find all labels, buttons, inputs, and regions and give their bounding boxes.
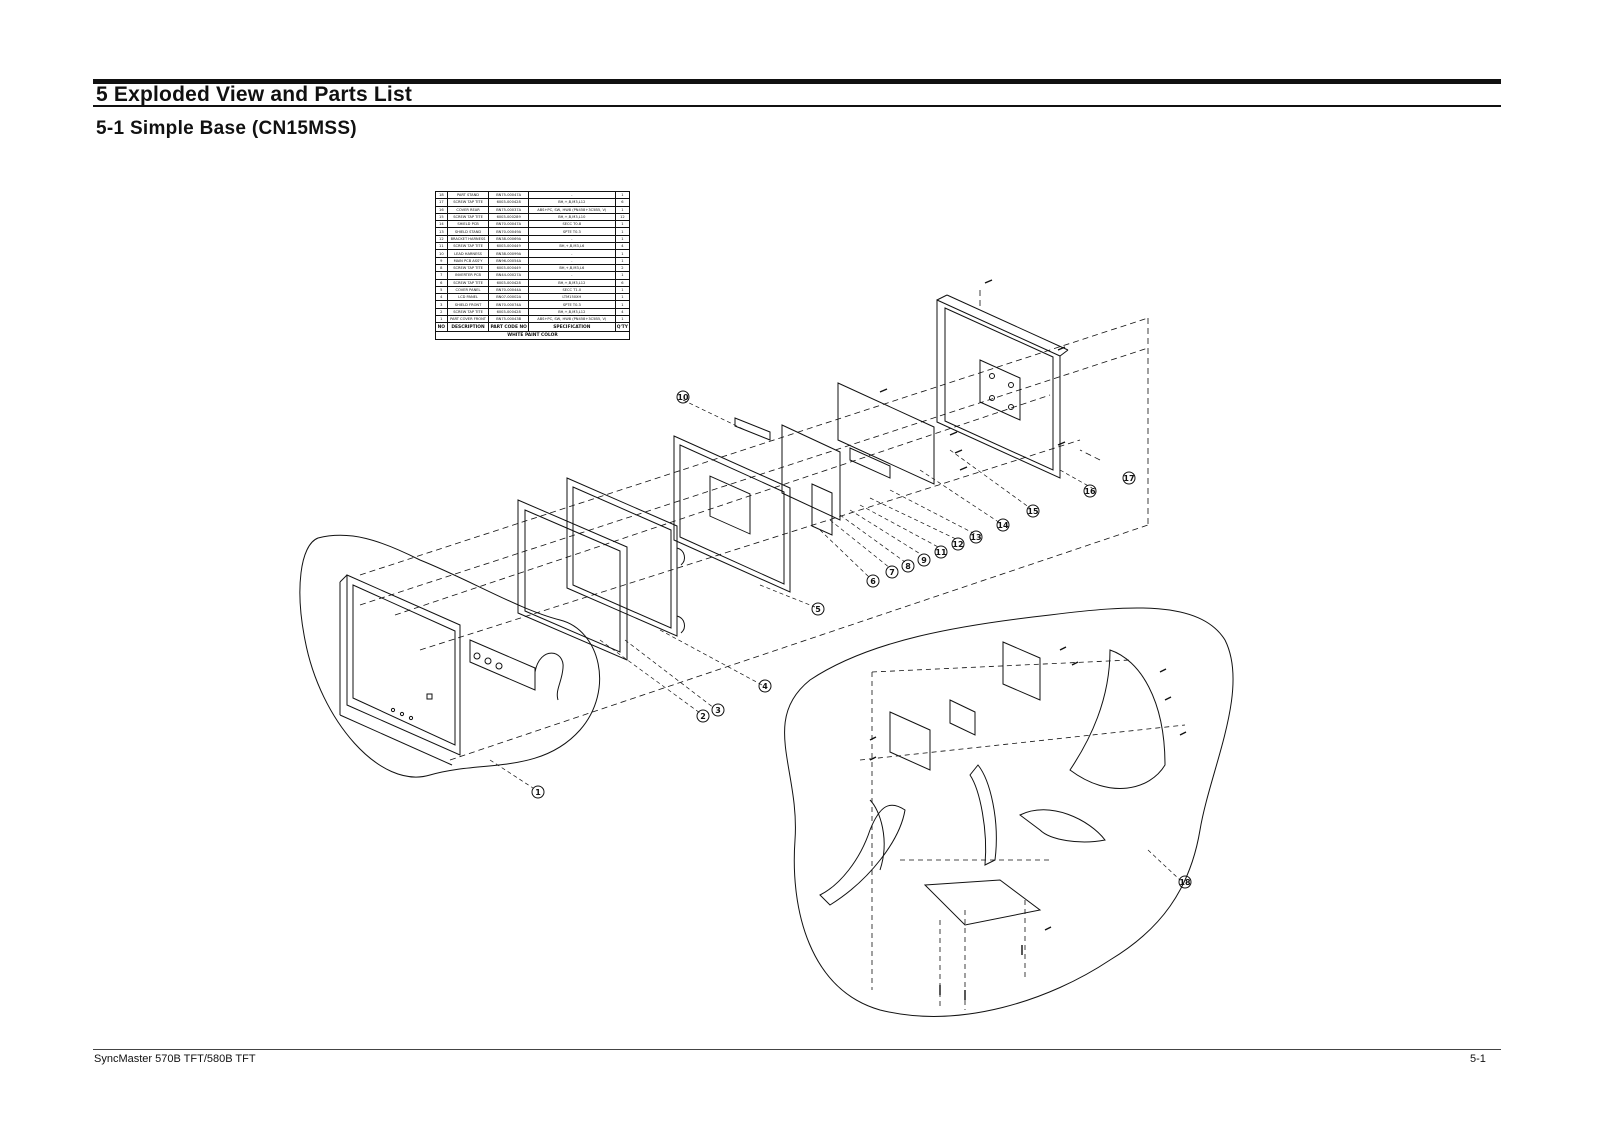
page-number: 5-1: [1470, 1053, 1486, 1065]
lcd-panel: [566, 477, 685, 637]
callout-6: [866, 574, 880, 588]
part-qty: 1: [614, 271, 631, 280]
inverter-pcb: [811, 483, 833, 536]
shield-front-frame: [517, 499, 628, 661]
subsection-title: 5-1 Simple Base (CN15MSS): [96, 118, 357, 139]
callout-14: [996, 518, 1010, 532]
rear-cover: [936, 294, 1069, 479]
part-qty: 1: [614, 249, 631, 258]
part-qty: 1: [614, 293, 631, 302]
callout-16: [1083, 484, 1097, 498]
header-rule-thin: [93, 105, 1501, 107]
part-code: 6003-000428: [488, 307, 529, 317]
callout-1: [531, 785, 545, 799]
callout-7: [885, 565, 899, 579]
callout-label-8: 8: [905, 562, 911, 571]
callout-label-15: 15: [1027, 507, 1039, 516]
callout-label-11: 11: [935, 548, 947, 557]
callout-2: [696, 709, 710, 723]
part-qty: 1: [614, 256, 631, 265]
part-code: BN96-00054A: [488, 256, 529, 265]
callout-15: [1026, 504, 1040, 518]
callout-3: [711, 703, 725, 717]
callout-label-18: 18: [1179, 878, 1191, 887]
callout-label-4: 4: [762, 682, 768, 691]
stand-parts: [819, 641, 1166, 926]
front-assembly-outline: [299, 534, 601, 778]
callout-label-14: 14: [997, 521, 1009, 530]
front-bezel: [339, 574, 461, 766]
part-code: BN44-00027A: [488, 271, 529, 280]
header-rule-thick: [93, 79, 1501, 84]
part-qty: 6: [614, 278, 631, 287]
shield-pcb: [781, 424, 841, 521]
callout-label-5: 5: [815, 605, 821, 614]
callout-label-9: 9: [921, 556, 927, 565]
callout-label-1: 1: [535, 788, 541, 797]
callout-label-10: 10: [677, 393, 689, 402]
callout-5: [811, 602, 825, 616]
parts-table-caption: WHITE PAINT COLOR: [435, 331, 630, 341]
part-code: 6003-000428: [488, 278, 529, 287]
part-code: BN70-00044A: [488, 285, 529, 295]
callout-13: [969, 530, 983, 544]
callout-label-7: 7: [889, 568, 895, 577]
part-qty: 2: [614, 263, 631, 273]
bracket-harness: [849, 447, 891, 479]
part-code: BN75-00043B: [488, 315, 529, 324]
callout-label-3: 3: [715, 706, 721, 715]
footer-model: SyncMaster 570B TFT/580B TFT: [94, 1053, 256, 1065]
cover-panel: [673, 435, 791, 593]
callout-8: [901, 559, 915, 573]
part-code: BN38-00099A: [488, 249, 529, 258]
part-code: BN07-00002A: [488, 293, 529, 302]
part-code: BN70-00074A: [488, 300, 529, 309]
footer-rule: [93, 1049, 1501, 1050]
callout-label-12: 12: [952, 540, 963, 549]
callout-label-17: 17: [1123, 474, 1134, 483]
callout-11: [934, 545, 948, 559]
callout-18: [1178, 875, 1192, 889]
part-qty: 1: [614, 315, 631, 324]
lead-harness: [734, 417, 771, 441]
callout-17: [1122, 471, 1136, 485]
parts-table-caption-row: WHITE PAINT COLOR: [435, 331, 630, 341]
main-pcb: [837, 382, 935, 485]
callout-label-16: 16: [1084, 487, 1096, 496]
callout-10: [676, 390, 690, 404]
part-qty: 1: [614, 285, 631, 295]
section-title: 5 Exploded View and Parts List: [96, 83, 413, 106]
part-qty: 1: [614, 300, 631, 309]
callout-9: [917, 553, 931, 567]
callout-label-2: 2: [700, 712, 706, 721]
callout-4: [758, 679, 772, 693]
callout-label-6: 6: [870, 577, 876, 586]
stand-assembly-outline: [784, 607, 1234, 1017]
part-qty: 4: [614, 307, 631, 317]
callout-label-13: 13: [970, 533, 981, 542]
control-board: [469, 639, 564, 701]
callout-12: [951, 537, 965, 551]
part-code: 6003-000449: [488, 263, 529, 273]
